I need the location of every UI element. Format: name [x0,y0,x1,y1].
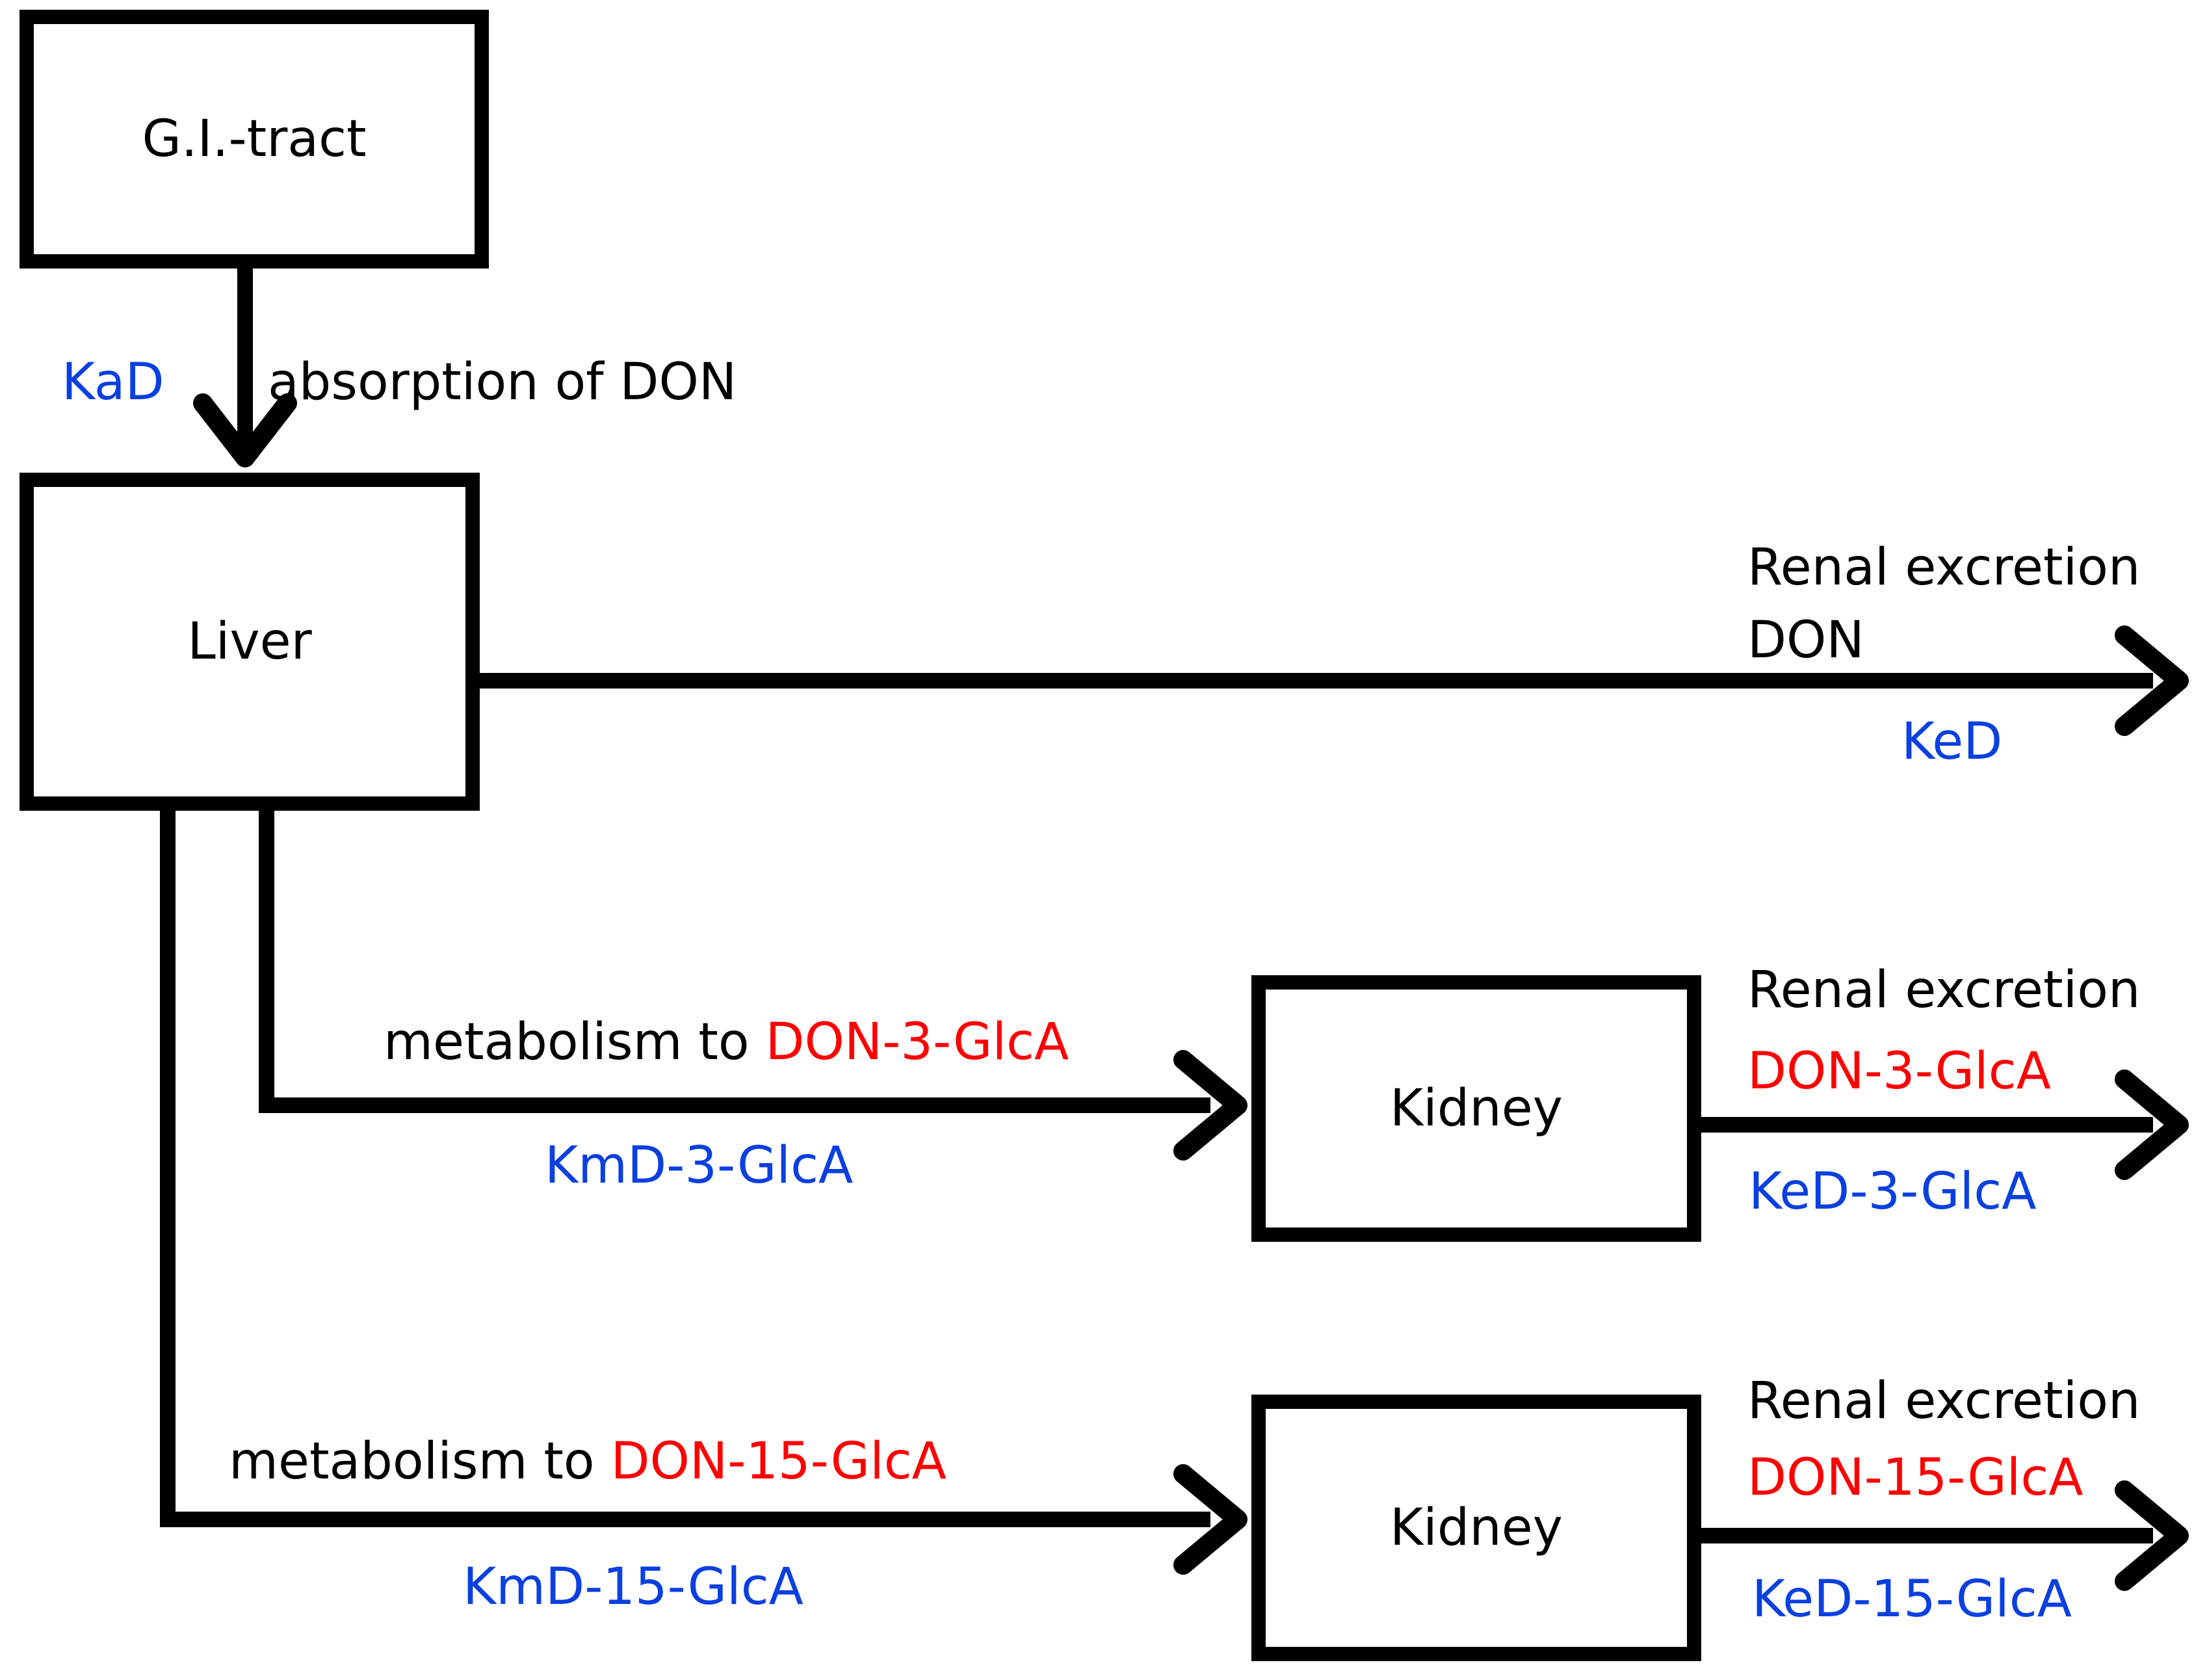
arrow-gi-to-liver-head [193,393,297,467]
kidney-don15-label: Kidney [1390,1499,1563,1557]
liver-label: Liver [187,612,312,671]
renal-excretion-don-line1: Renal excretion [1747,538,2141,597]
renal-excretion-don3-line2: DON-3-GlcA [1747,1042,2051,1101]
renal-excretion-don3-line1: Renal excretion [1747,961,2141,1019]
arrow-liver-renal-don-head [2115,625,2189,736]
metabolism-don15-metabolite: DON-15-GlcA [610,1432,947,1491]
rate-constant-kmd-3-glca: KmD-3-GlcA [545,1136,854,1195]
rate-constant-ked-15-glca: KeD-15-GlcA [1752,1570,2072,1629]
rate-constant-kmd-15-glca: KmD-15-GlcA [463,1558,803,1616]
absorption-description: absorption of DON [268,353,737,412]
rate-constant-ked: KeD [1901,713,2003,771]
rate-constant-kad: KaD [62,353,164,412]
kidney-don3-box: Kidney [1251,975,1701,1242]
kidney-don3-label: Kidney [1390,1079,1563,1138]
rate-constant-ked-3-glca: KeD-3-GlcA [1749,1162,2037,1221]
connector-liver-kidney-don3 [259,805,1210,1113]
arrow-kidney-don15-out-head [2115,1480,2189,1591]
metabolism-don3-label: metabolism to DON-3-GlcA [384,1014,1069,1071]
metabolism-don3-description: metabolism to [384,1013,750,1071]
arrow-kidney-don3-out-head [2115,1070,2189,1180]
gi-tract-label: G.I.-tract [142,110,367,168]
metabolism-don15-label: metabolism to DON-15-GlcA [229,1432,947,1491]
arrow-kidney-don15-in-head [1173,1464,1247,1575]
renal-excretion-don15-line2: DON-15-GlcA [1747,1449,2083,1507]
metabolism-don15-description: metabolism to [229,1432,595,1491]
metabolism-don3-metabolite: DON-3-GlcA [765,1013,1069,1071]
gi-tract-box: G.I.-tract [20,10,489,269]
renal-excretion-don15-line1: Renal excretion [1747,1372,2141,1430]
renal-excretion-don-line2: DON [1747,611,1864,670]
kidney-don15-box: Kidney [1251,1395,1701,1661]
liver-box: Liver [20,473,480,811]
connector-liver-kidney-don15 [160,805,1210,1527]
arrow-kidney-don3-in-head [1173,1050,1247,1161]
